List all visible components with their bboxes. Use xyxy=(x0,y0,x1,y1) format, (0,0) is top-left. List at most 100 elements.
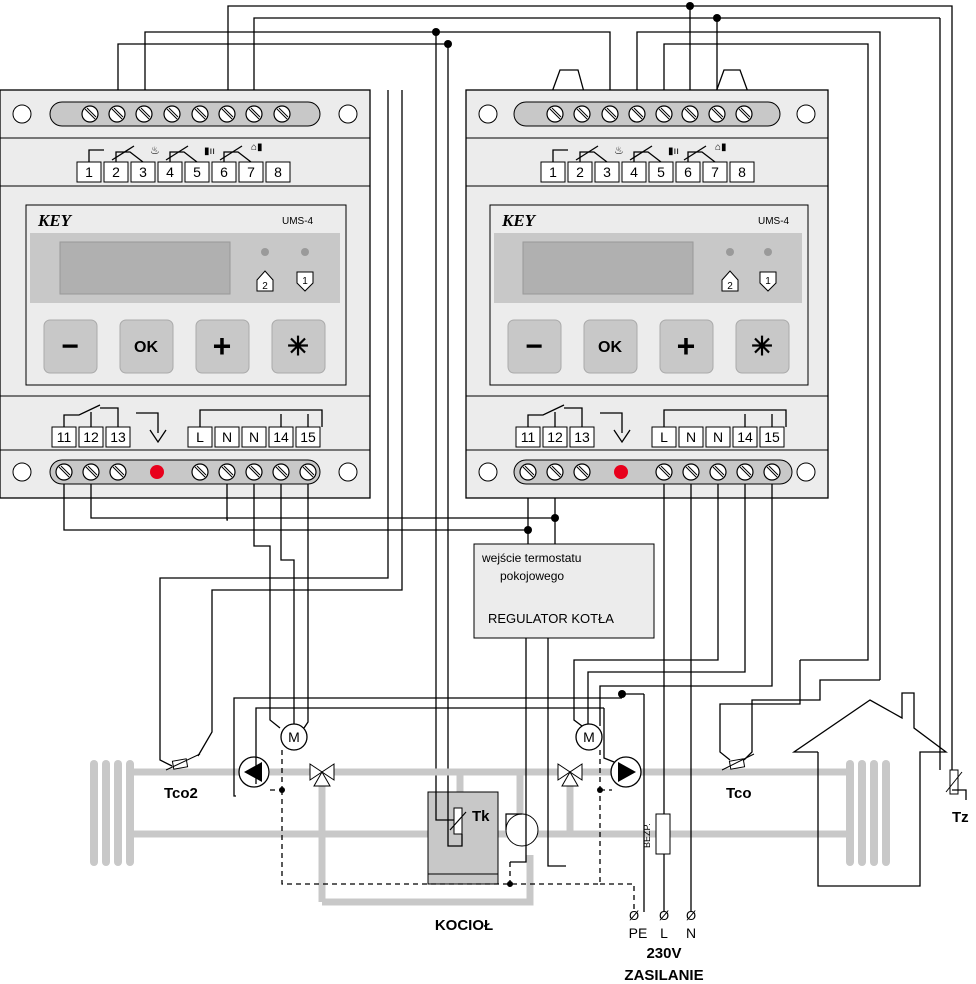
svg-text:⌂▮: ⌂▮ xyxy=(251,142,263,153)
terminal-label: L xyxy=(660,429,668,445)
n-label: N xyxy=(686,925,696,941)
ok-label: OK xyxy=(598,339,622,356)
circuit-left-devices: M xyxy=(238,723,335,788)
ok-label: OK xyxy=(134,339,158,356)
minus-icon: − xyxy=(525,330,543,363)
terminal-label: L xyxy=(196,429,204,445)
asterisk-icon: ✳ xyxy=(287,331,309,361)
top-terminal-row: 1 2 3 4 5 6 7 8 ♨ ▮ıı ⌂▮ xyxy=(540,142,755,183)
plus-button[interactable]: + xyxy=(195,319,250,374)
mount-hole xyxy=(478,462,498,482)
terminal-label: 8 xyxy=(738,164,746,180)
terminal-label: N xyxy=(249,429,259,445)
led-label-2: 2 xyxy=(727,281,733,292)
terminal-label: 15 xyxy=(300,429,316,445)
terminal-label: 5 xyxy=(657,164,665,180)
led-label-1: 1 xyxy=(765,276,771,287)
mount-hole xyxy=(338,462,358,482)
top-screws xyxy=(546,105,753,123)
asterisk-icon: ✳ xyxy=(751,331,773,361)
motor-label: M xyxy=(288,729,300,745)
plus-icon: + xyxy=(213,328,232,364)
bottom-terminal-row: 11 12 13 L N N 14 15 xyxy=(515,404,787,448)
star-button[interactable]: ✳ xyxy=(271,319,326,374)
lcd-screen xyxy=(59,241,231,295)
sensor-tco: Tco xyxy=(721,753,755,802)
lcd-screen xyxy=(522,241,694,295)
svg-text:▮ıı: ▮ıı xyxy=(668,146,679,157)
boiler-pump xyxy=(505,813,539,847)
terminal-label: 13 xyxy=(574,429,590,445)
ok-button[interactable]: OK xyxy=(583,319,638,374)
top-terminal-row: 1 2 3 4 5 6 7 8 ♨ ▮ıı ⌂▮ xyxy=(76,142,291,183)
mixing-valve-left xyxy=(309,763,335,787)
minus-icon: − xyxy=(61,330,79,363)
terminal-label: 2 xyxy=(112,164,120,180)
terminal-label: N xyxy=(222,429,232,445)
terminal-label: 1 xyxy=(85,164,93,180)
n-terminal-icon: Ø xyxy=(686,908,696,923)
mount-hole xyxy=(12,462,32,482)
terminal-label: N xyxy=(713,429,723,445)
minus-button[interactable]: − xyxy=(507,319,562,374)
mixing-valve-right xyxy=(557,763,583,787)
terminal-label: 6 xyxy=(684,164,692,180)
led-2 xyxy=(261,248,269,256)
led-label-2: 2 xyxy=(262,281,268,292)
terminal-label: 12 xyxy=(83,429,99,445)
tk-label: Tk xyxy=(472,808,490,825)
lower-wiring: BEZP. xyxy=(63,18,967,912)
pe-label: PE xyxy=(629,925,648,941)
controller-left: 1 2 3 4 5 6 7 8 ♨ ▮ıı ⌂▮ KEY UMS-4 xyxy=(0,89,371,499)
motor-label: M xyxy=(583,729,595,745)
terminal-label: 3 xyxy=(603,164,611,180)
mount-hole xyxy=(338,104,358,124)
terminal-label: N xyxy=(686,429,696,445)
status-led-red xyxy=(150,465,164,479)
mount-hole xyxy=(478,104,498,124)
sensor-tco2: Tco2 xyxy=(164,753,201,802)
terminal-label: 11 xyxy=(521,429,536,445)
top-wiring xyxy=(117,2,953,790)
star-button[interactable]: ✳ xyxy=(735,319,790,374)
terminal-label: 4 xyxy=(630,164,638,180)
thermostat-input-line2: pokojowego xyxy=(500,569,564,583)
terminal-label: 11 xyxy=(57,429,72,445)
supply-label: ZASILANIE xyxy=(624,967,703,984)
model-label: UMS-4 xyxy=(758,216,790,227)
ok-button[interactable]: OK xyxy=(119,319,174,374)
l-label: L xyxy=(660,925,668,941)
radiator-right xyxy=(846,760,890,866)
bottom-terminal-row: 11 12 13 L N N 14 15 xyxy=(51,404,323,448)
plus-icon: + xyxy=(677,328,696,364)
fuse xyxy=(655,813,671,855)
sensors: Tco2 Tco Tz xyxy=(164,753,969,826)
sensor-tz: Tz xyxy=(945,769,969,826)
led-1 xyxy=(301,248,309,256)
terminal-label: 15 xyxy=(764,429,780,445)
svg-text:♨: ♨ xyxy=(614,145,624,157)
svg-text:▮ıı: ▮ıı xyxy=(204,146,215,157)
terminal-label: 7 xyxy=(711,164,719,180)
controller-right: 1 2 3 4 5 6 7 8 ♨ ▮ıı ⌂▮ KEY UMS-4 2 xyxy=(465,89,829,499)
brand-logo: KEY xyxy=(501,211,537,230)
terminal-label: 3 xyxy=(139,164,147,180)
boiler-regulator: wejście termostatu pokojowego REGULATOR … xyxy=(473,543,655,639)
terminal-label: 4 xyxy=(166,164,174,180)
bottom-screws xyxy=(55,463,317,481)
terminal-label: 14 xyxy=(737,429,753,445)
tz-label: Tz xyxy=(952,809,969,826)
minus-button[interactable]: − xyxy=(43,319,98,374)
led-1 xyxy=(764,248,772,256)
voltage-label: 230V xyxy=(646,945,681,962)
terminal-label: 7 xyxy=(247,164,255,180)
power-supply: Ø Ø Ø PE L N 230V ZASILANIE KOCIOŁ xyxy=(435,908,704,984)
plus-button[interactable]: + xyxy=(659,319,714,374)
thermostat-input-line1: wejście termostatu xyxy=(481,551,581,565)
led-label-1: 1 xyxy=(302,276,308,287)
bottom-screws xyxy=(519,463,781,481)
terminal-label: 8 xyxy=(274,164,282,180)
house-outline xyxy=(791,692,948,887)
terminal-label: 1 xyxy=(549,164,557,180)
